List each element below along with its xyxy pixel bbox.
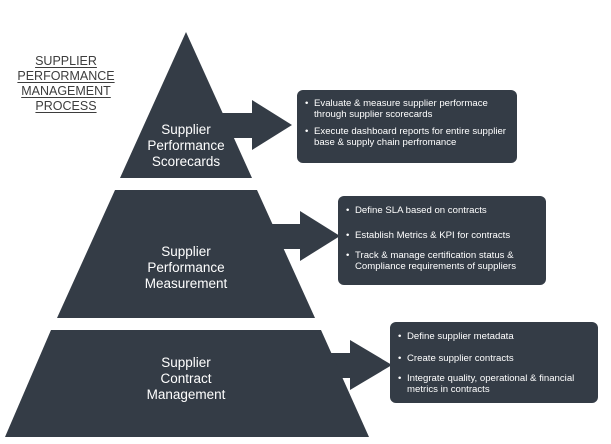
bullet-item: Track & manage certification status & Co… — [346, 250, 538, 272]
arrow-tier-1 — [222, 100, 292, 150]
tier-label-scorecards: Supplier Performance Scorecards — [116, 122, 256, 170]
bullet-item: Evaluate & measure supplier performace t… — [305, 98, 509, 120]
title-line: PROCESS — [35, 99, 97, 113]
bullet-item: Create supplier contracts — [398, 353, 590, 364]
details-box-contract: Define supplier metadata Create supplier… — [390, 322, 598, 403]
tier-label-contract: Supplier Contract Management — [116, 355, 256, 403]
bullet-item: Integrate quality, operational & financi… — [398, 373, 590, 395]
details-box-scorecards: Evaluate & measure supplier performace t… — [297, 90, 517, 163]
pyramid-tier-bottom — [5, 330, 369, 437]
bullet-item: Execute dashboard reports for entire sup… — [305, 126, 509, 148]
bullet-item: Define supplier metadata — [398, 331, 590, 342]
tier-label-line: Scorecards — [151, 154, 221, 169]
details-box-measurement: Define SLA based on contracts Establish … — [338, 196, 546, 285]
tier-label-line: Management — [146, 387, 226, 402]
tier-label-line: Supplier — [161, 355, 211, 370]
bullet-item: Establish Metrics & KPI for contracts — [346, 230, 538, 241]
title-line: PERFORMANCE — [17, 69, 115, 83]
tier-label-line: Supplier — [161, 122, 211, 137]
diagram-title: SUPPLIER PERFORMANCE MANAGEMENT PROCESS — [10, 54, 122, 114]
pyramid-tier-middle — [57, 190, 315, 318]
pyramid-tier-top — [120, 32, 252, 178]
tier-label-line: Performance — [147, 138, 225, 153]
tier-label-line: Measurement — [144, 276, 228, 291]
bullet-item: Define SLA based on contracts — [346, 205, 538, 216]
tier-label-line: Supplier — [161, 244, 211, 259]
tier-label-line: Contract — [160, 371, 212, 386]
tier-label-line: Performance — [147, 260, 225, 275]
title-line: MANAGEMENT — [21, 84, 111, 98]
tier-label-measurement: Supplier Performance Measurement — [116, 244, 256, 292]
title-line: SUPPLIER — [35, 54, 97, 68]
